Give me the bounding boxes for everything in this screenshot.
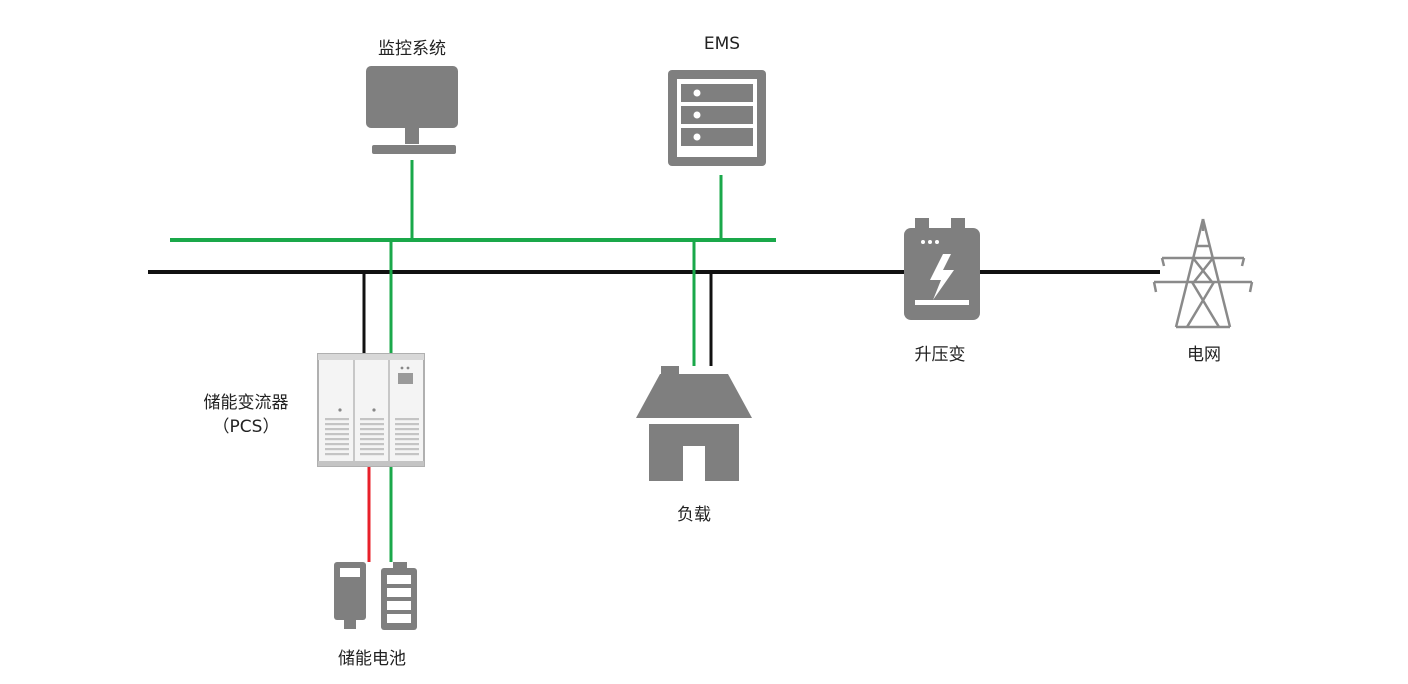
transmission-tower-icon bbox=[1152, 218, 1254, 329]
monitoring-system-label: 监控系统 bbox=[378, 39, 446, 59]
inverter-cabinet-icon bbox=[317, 353, 425, 467]
battery-icon bbox=[334, 562, 417, 630]
monitor-icon bbox=[366, 66, 458, 154]
connections bbox=[148, 160, 1160, 562]
pcs-label-line1: 储能变流器 bbox=[203, 393, 289, 413]
load-label: 负载 bbox=[677, 505, 711, 525]
transformer-label: 升压变 bbox=[914, 345, 966, 365]
pcs-label-line2: （PCS） bbox=[212, 417, 280, 437]
house-icon bbox=[636, 366, 752, 481]
transformer-icon bbox=[904, 218, 980, 320]
battery-label: 储能电池 bbox=[338, 649, 406, 669]
grid-label: 电网 bbox=[1187, 345, 1221, 365]
ems-label: EMS bbox=[703, 34, 741, 54]
server-rack-icon bbox=[668, 70, 766, 166]
